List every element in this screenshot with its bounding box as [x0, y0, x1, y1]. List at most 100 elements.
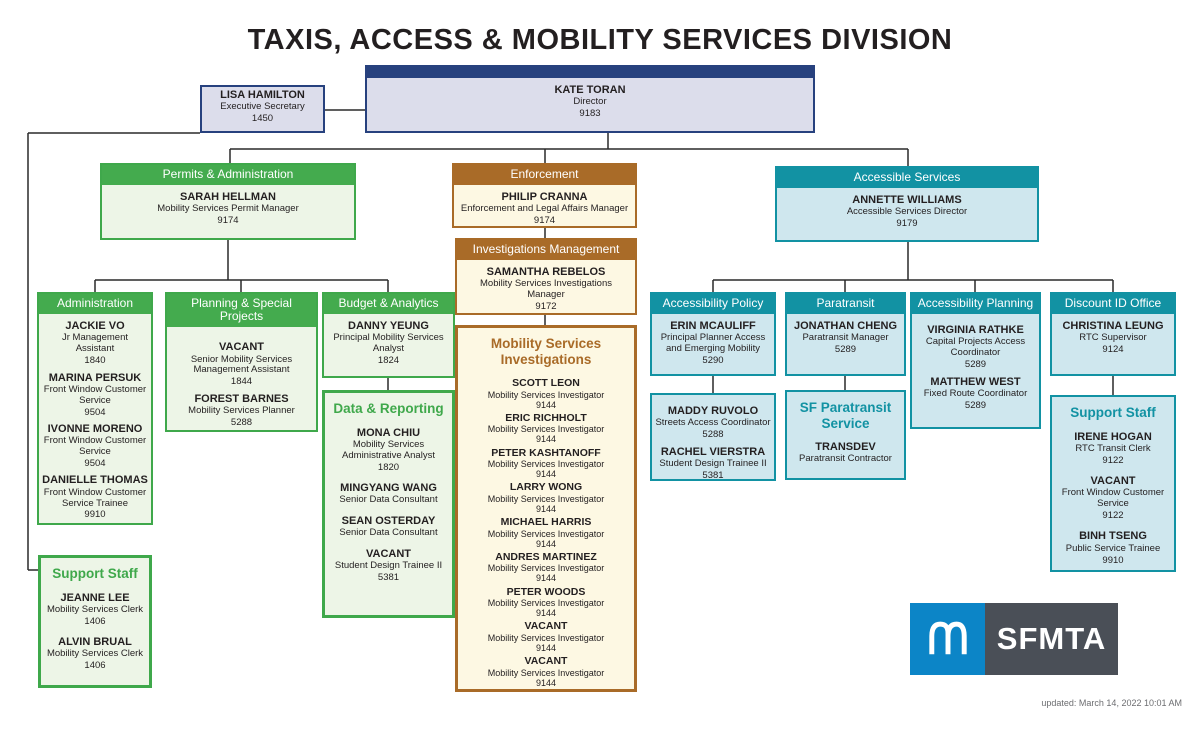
person-ext: 9144	[535, 434, 557, 445]
person-name: JACKIE VO	[65, 320, 125, 333]
person-name: ERIC RICHHOLT	[505, 411, 587, 424]
person-name: MICHAEL HARRIS	[500, 516, 592, 529]
person-name: VACANT	[524, 655, 568, 668]
person-name: CHRISTINA LEUNG	[1062, 320, 1164, 333]
person-role: Mobility Services Investigator	[487, 493, 605, 504]
person-name: MARINA PERSUK	[48, 371, 142, 384]
person-ext: 9144	[535, 469, 557, 480]
person-role: Mobility Services Investigator	[487, 424, 605, 435]
page-title: TAXIS, ACCESS & MOBILITY SERVICES DIVISI…	[247, 24, 953, 56]
person-name: PETER KASHTANOFF	[491, 446, 601, 459]
director-header-bar	[367, 67, 813, 78]
box-header: Budget & Analytics	[324, 294, 453, 315]
person-role: Mobility Services Investigator	[487, 389, 605, 400]
person-name: IRENE HOGAN	[1074, 430, 1152, 443]
box-header: Planning & Special Projects	[167, 294, 316, 328]
box-header: Paratransit	[787, 294, 904, 315]
person-name: FOREST BARNES	[194, 392, 289, 405]
box-title: SF Paratransit Service	[799, 400, 892, 431]
box-title: Support Staff	[1070, 405, 1156, 420]
person-ext: 9144	[535, 642, 557, 653]
box-investigations-management: Investigations Management SAMANTHA REBEL…	[455, 238, 637, 315]
person-role: Mobility Services Investigator	[487, 598, 605, 609]
person-ext: 1824	[377, 355, 400, 367]
person-role: Accessible Services Director	[846, 206, 968, 218]
person-name: PETER WOODS	[506, 585, 586, 598]
person-role: Front Window Customer Service Trainee	[43, 486, 147, 509]
person-ext: 9144	[535, 538, 557, 549]
person-name: MONA CHIU	[356, 426, 421, 439]
person-name: MINGYANG WANG	[340, 481, 437, 494]
person-name: BINH TSENG	[1079, 530, 1147, 543]
person-ext: 1450	[251, 112, 274, 124]
updated-timestamp: updated: March 14, 2022 10:01 AM	[1041, 698, 1182, 708]
person-ext: 9174	[217, 215, 239, 227]
person-name: ALVIN BRUAL	[58, 636, 132, 649]
person-name: TRANSDEV	[815, 441, 876, 454]
person-role: Front Window Customer Service	[43, 383, 147, 406]
box-title: Data & Reporting	[333, 401, 444, 416]
person-role: Director	[573, 96, 607, 108]
person-ext: 9144	[535, 399, 557, 410]
person-name: RACHEL VIERSTRA	[660, 445, 766, 458]
person-name: LISA HAMILTON	[220, 88, 305, 101]
person-role: Principal Mobility Services Analyst	[333, 332, 444, 355]
person-name: JEANNE LEE	[60, 591, 130, 604]
person-name: MADDY RUVOLO	[667, 405, 759, 417]
person-name: MATTHEW WEST	[930, 375, 1021, 388]
person-role: Mobility Services Permit Manager	[157, 203, 299, 215]
person-ext: 9172	[535, 301, 557, 313]
box-title: Mobility Services Investigations	[490, 336, 602, 367]
person-role: Mobility Services Planner	[188, 404, 295, 416]
person-ext: 1840	[84, 355, 106, 367]
box-header: Administration	[39, 294, 151, 315]
person-name: VACANT	[365, 548, 411, 561]
person-ext: 9179	[896, 218, 918, 230]
person-ext: 5290	[702, 355, 724, 367]
person-ext: 5381	[702, 469, 724, 481]
box-header: Enforcement	[454, 165, 635, 186]
person-role: Mobility Services Investigator	[487, 459, 605, 470]
person-ext: 9124	[1102, 344, 1124, 356]
person-ext: 9144	[535, 677, 557, 688]
person-ext: 9910	[1102, 554, 1124, 566]
person-role: Senior Mobility Services Management Assi…	[190, 353, 293, 376]
person-name: DANIELLE THOMAS	[42, 474, 148, 487]
person-role: Mobility Services Administrative Analyst	[342, 438, 435, 461]
box-header: Discount ID Office	[1052, 294, 1174, 315]
